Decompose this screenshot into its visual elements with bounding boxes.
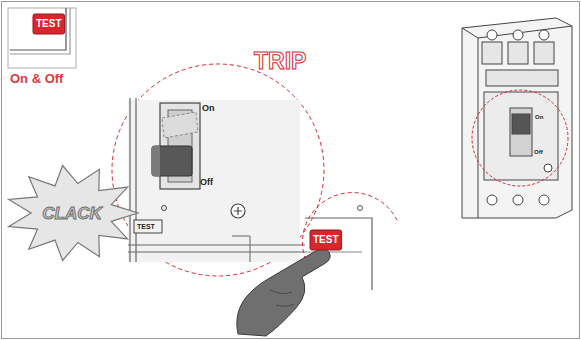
zoom-view-part xyxy=(112,64,324,276)
circuit-breaker-part xyxy=(487,195,497,205)
zoom-view-part xyxy=(152,146,160,176)
inset-part xyxy=(8,8,76,68)
inset xyxy=(8,8,76,68)
zoom-view-part xyxy=(128,245,305,252)
zoom-view xyxy=(112,64,324,276)
circuit-breaker-part xyxy=(482,42,502,64)
pointing-hand xyxy=(237,249,330,336)
circuit-breaker-part xyxy=(484,92,558,180)
sound-burst: CLACK xyxy=(6,165,138,261)
button-face xyxy=(310,230,342,250)
button-text: TEST xyxy=(36,19,62,29)
button-view xyxy=(302,193,398,290)
test-button: TEST xyxy=(33,14,65,34)
button-face xyxy=(33,14,65,34)
zoom-view-part xyxy=(128,100,300,262)
switch-position: On xyxy=(202,104,215,113)
zoom-view-part xyxy=(232,236,250,262)
finger-line xyxy=(270,290,294,306)
zoom-view-part xyxy=(162,206,167,211)
action-title: TRIP xyxy=(254,50,306,73)
inset-caption: On & Off xyxy=(10,72,63,85)
circuit-breaker-part xyxy=(513,195,523,205)
circuit-breaker-part xyxy=(513,30,523,40)
circuit-breaker-part xyxy=(486,70,558,86)
inset-part xyxy=(10,8,70,54)
circuit-breaker-part xyxy=(472,90,568,186)
switch-position: Off xyxy=(200,178,213,187)
circuit-breaker-part xyxy=(512,114,530,134)
circuit-breaker xyxy=(462,18,572,218)
circuit-breaker-part xyxy=(462,26,572,218)
switch-position: On xyxy=(535,114,543,120)
circuit-breaker-part xyxy=(539,195,549,205)
test-marking: TEST xyxy=(137,223,155,230)
zoom-view-part xyxy=(152,146,192,176)
test-button: TEST xyxy=(310,230,342,250)
circuit-breaker-part xyxy=(539,30,549,40)
switch-position: Off xyxy=(534,149,543,155)
circuit-breaker-part xyxy=(544,164,552,172)
circuit-breaker-part xyxy=(508,42,528,64)
circuit-breaker-part xyxy=(487,30,497,40)
zoom-view-part xyxy=(162,112,198,138)
button-view-part xyxy=(358,206,363,211)
circuit-breaker-part xyxy=(462,18,572,218)
zoom-view-part xyxy=(134,220,162,233)
sound-text: CLACK xyxy=(42,205,102,222)
inset-part xyxy=(10,8,66,50)
zoom-view-part xyxy=(231,204,245,218)
burst-outline xyxy=(9,165,138,260)
circuit-breaker-part xyxy=(534,42,554,64)
circuit-breaker-part xyxy=(510,108,532,156)
zoom-view-part xyxy=(130,98,136,262)
button-text: TEST xyxy=(313,235,339,245)
zoom-view-part xyxy=(234,207,242,215)
